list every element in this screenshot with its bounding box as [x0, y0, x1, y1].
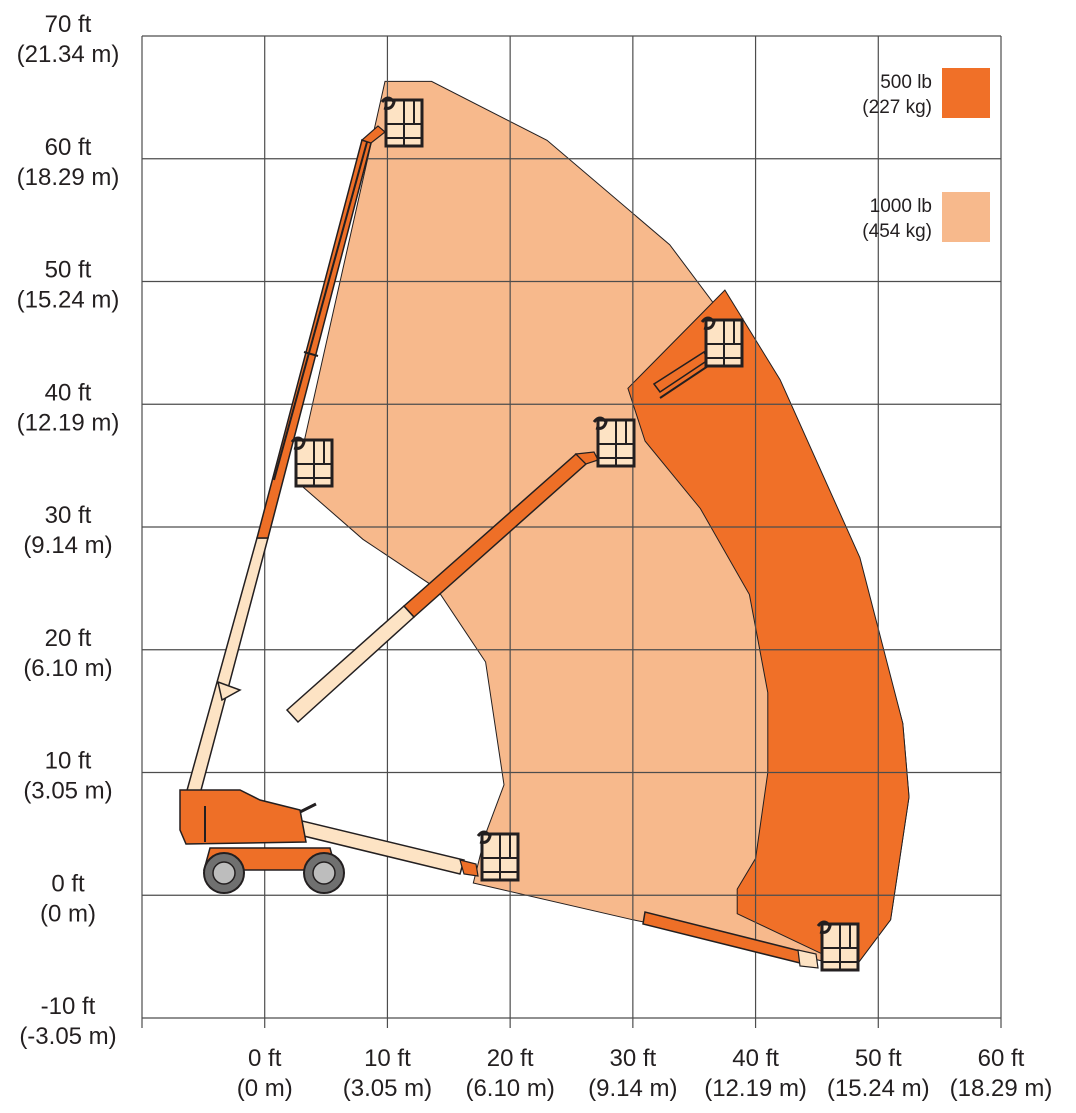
y-tick-label-m: (-3.05 m) [19, 1023, 116, 1050]
y-tick-label-m: (9.14 m) [23, 532, 112, 559]
y-tick-label-ft: 0 ft [51, 870, 85, 897]
x-tick-label-m: (9.14 m) [588, 1075, 677, 1102]
platform-basket-icon [290, 436, 334, 488]
boom-positions [185, 125, 819, 969]
y-tick-label-m: (12.19 m) [17, 409, 120, 436]
x-tick-label-m: (0 m) [237, 1075, 293, 1102]
upper-jib-rod [659, 365, 709, 399]
zone-500lb [627, 289, 910, 970]
legend: 500 lb (227 kg) 1000 lb (454 kg) [862, 68, 990, 242]
y-tick-label-m: (15.24 m) [17, 287, 120, 314]
x-tick-label-ft: 10 ft [364, 1045, 411, 1072]
x-tick-label-m: (15.24 m) [827, 1075, 930, 1102]
y-tick-label-ft: 60 ft [45, 134, 92, 161]
low-jib-segment [459, 859, 479, 877]
y-tick-label-ft: 50 ft [45, 257, 92, 284]
y-tick-label-ft: 10 ft [45, 748, 92, 775]
platform-basket-icon [816, 920, 860, 972]
legend-swatch-500lb [942, 68, 990, 118]
y-tick-label-m: (3.05 m) [23, 778, 112, 805]
boom-rod [273, 141, 368, 481]
x-tick-label-m: (3.05 m) [343, 1075, 432, 1102]
platform-basket-icon [700, 316, 744, 368]
boom-arrow-marker [216, 680, 242, 702]
legend-1000lb-line1: 1000 lb [870, 196, 932, 217]
x-tick-label-m: (18.29 m) [950, 1075, 1053, 1102]
x-axis-labels: 0 ft (0 m) 10 ft (3.05 m) 20 ft (6.10 m) 30 ft… [237, 1045, 1053, 1102]
y-tick-label-ft: -10 ft [41, 993, 96, 1020]
legend-500lb-line1: 500 lb [880, 72, 932, 93]
y-tick-label-ft: 30 ft [45, 502, 92, 529]
legend-500lb-line2: (227 kg) [862, 97, 932, 118]
legend-1000lb-line2: (454 kg) [862, 221, 932, 242]
boom-lift-machine [179, 789, 345, 894]
y-tick-label-m: (18.29 m) [17, 164, 120, 191]
x-tick-label-ft: 30 ft [610, 1045, 657, 1072]
x-tick-label-ft: 20 ft [487, 1045, 534, 1072]
y-tick-label-m: (6.10 m) [23, 655, 112, 682]
y-axis-labels: 70 ft (21.34 m) 60 ft (18.29 m) 50 ft (15.24 … [17, 11, 120, 1050]
x-tick-label-ft: 40 ft [732, 1045, 779, 1072]
platform-basket-icon [592, 416, 636, 468]
legend-swatch-1000lb [942, 192, 990, 242]
boom-section-joint [303, 351, 319, 357]
x-tick-label-ft: 60 ft [978, 1045, 1025, 1072]
y-tick-label-m: (21.34 m) [17, 41, 120, 68]
platform-basket-icon [476, 830, 520, 882]
y-tick-label-ft: 20 ft [45, 625, 92, 652]
x-tick-label-ft: 0 ft [248, 1045, 282, 1072]
below-grade-jib [797, 949, 819, 969]
x-tick-label-ft: 50 ft [855, 1045, 902, 1072]
x-tick-label-m: (6.10 m) [465, 1075, 554, 1102]
platform-basket-icon [380, 96, 424, 148]
y-tick-label-ft: 40 ft [45, 379, 92, 406]
platform-baskets [290, 96, 860, 972]
machine-turntable [179, 789, 307, 845]
grid [141, 35, 1002, 1028]
y-tick-label-ft: 70 ft [45, 11, 92, 38]
y-tick-label-m: (0 m) [40, 900, 96, 927]
x-tick-label-m: (12.19 m) [704, 1075, 807, 1102]
